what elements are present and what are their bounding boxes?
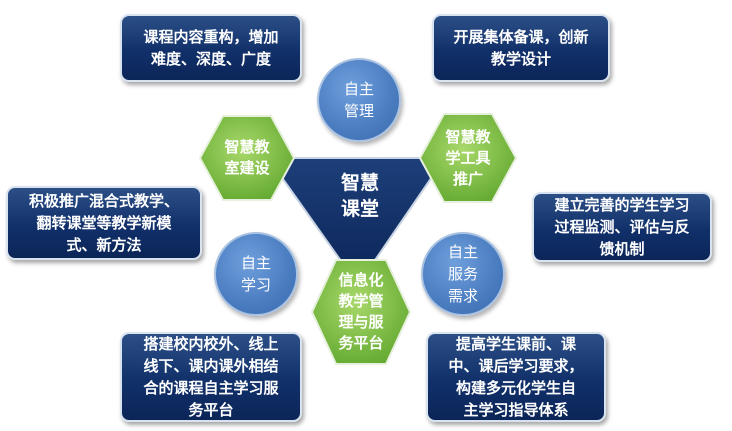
center-title-line2: 课堂: [340, 198, 379, 220]
box-learning-monitoring: 建立完善的学生学习 过程监测、评估与反 馈机制: [532, 192, 712, 262]
hexagon-smart-tools: 智慧教 学工具 推广: [418, 112, 518, 204]
circle-line: 学习: [240, 276, 271, 294]
hexagon-smart-classroom: 智慧教 室建设: [198, 114, 296, 202]
box-course-content: 课程内容重构，增加 难度、深度、广度: [120, 14, 302, 82]
box-line: 开展集体备课，创新: [453, 28, 589, 46]
box-line: 搭建校内校外、线上: [143, 335, 279, 353]
box-line: 积极推广混合式教学、: [28, 192, 179, 210]
box-learning-guidance: 提高学生课前、课 中、课后学习要求， 构建多元化学生自 主学习指导体系: [426, 332, 606, 422]
box-learning-platform: 搭建校内校外、线上 线下、课内课外相结 合的课程自主学习服 务平台: [120, 332, 302, 422]
box-line: 中、课后学习要求，: [448, 357, 584, 375]
circle-self-service: 自主 服务 需求: [421, 232, 505, 316]
box-line: 合的课程自主学习服: [143, 379, 279, 397]
circle-line: 服务: [447, 265, 478, 283]
hex-line: 智慧教: [224, 138, 270, 156]
box-line: 馈机制: [599, 240, 645, 258]
box-line: 翻转课堂等教学新模: [36, 214, 172, 232]
circle-line: 自主: [447, 243, 478, 261]
circle-line: 管理: [343, 102, 374, 120]
box-line: 线下、课内课外相结: [143, 357, 279, 375]
center-title-line1: 智慧: [340, 172, 379, 194]
box-line: 难度、深度、广度: [150, 50, 271, 68]
box-line: 建立完善的学生学习: [554, 196, 690, 214]
circle-self-learning: 自主 学习: [214, 232, 298, 316]
box-collective-prep: 开展集体备课，创新 教学设计: [432, 14, 610, 82]
box-blended-teaching: 积极推广混合式教学、 翻转课堂等教学新模 式、新方法: [6, 186, 202, 260]
hex-line: 智慧教: [445, 127, 491, 146]
hex-line: 理与服: [338, 313, 384, 331]
hex-line: 教学管: [338, 292, 384, 310]
hex-line: 室建设: [224, 159, 270, 177]
circle-line: 自主: [343, 80, 374, 98]
hexagon-info-platform: 信息化 教学管 理与服 务平台: [310, 258, 412, 366]
box-line: 构建多元化学生自: [455, 379, 576, 397]
center-title: 智慧 课堂: [330, 170, 390, 222]
box-line: 务平台: [188, 401, 234, 419]
box-line: 提高学生课前、课: [455, 335, 576, 353]
hex-line: 信息化: [338, 271, 384, 289]
circle-line: 需求: [447, 287, 478, 305]
hex-line: 学工具: [445, 148, 491, 167]
box-line: 主学习指导体系: [463, 401, 569, 419]
box-line: 教学设计: [490, 50, 551, 68]
circle-self-management: 自主 管理: [317, 58, 401, 142]
circle-line: 自主: [240, 254, 271, 272]
hex-line: 推广: [452, 169, 483, 188]
hex-line: 务平台: [338, 334, 384, 352]
box-line: 过程监测、评估与反: [554, 218, 690, 236]
box-line: 式、新方法: [66, 236, 142, 254]
box-line: 课程内容重构，增加: [143, 28, 279, 46]
